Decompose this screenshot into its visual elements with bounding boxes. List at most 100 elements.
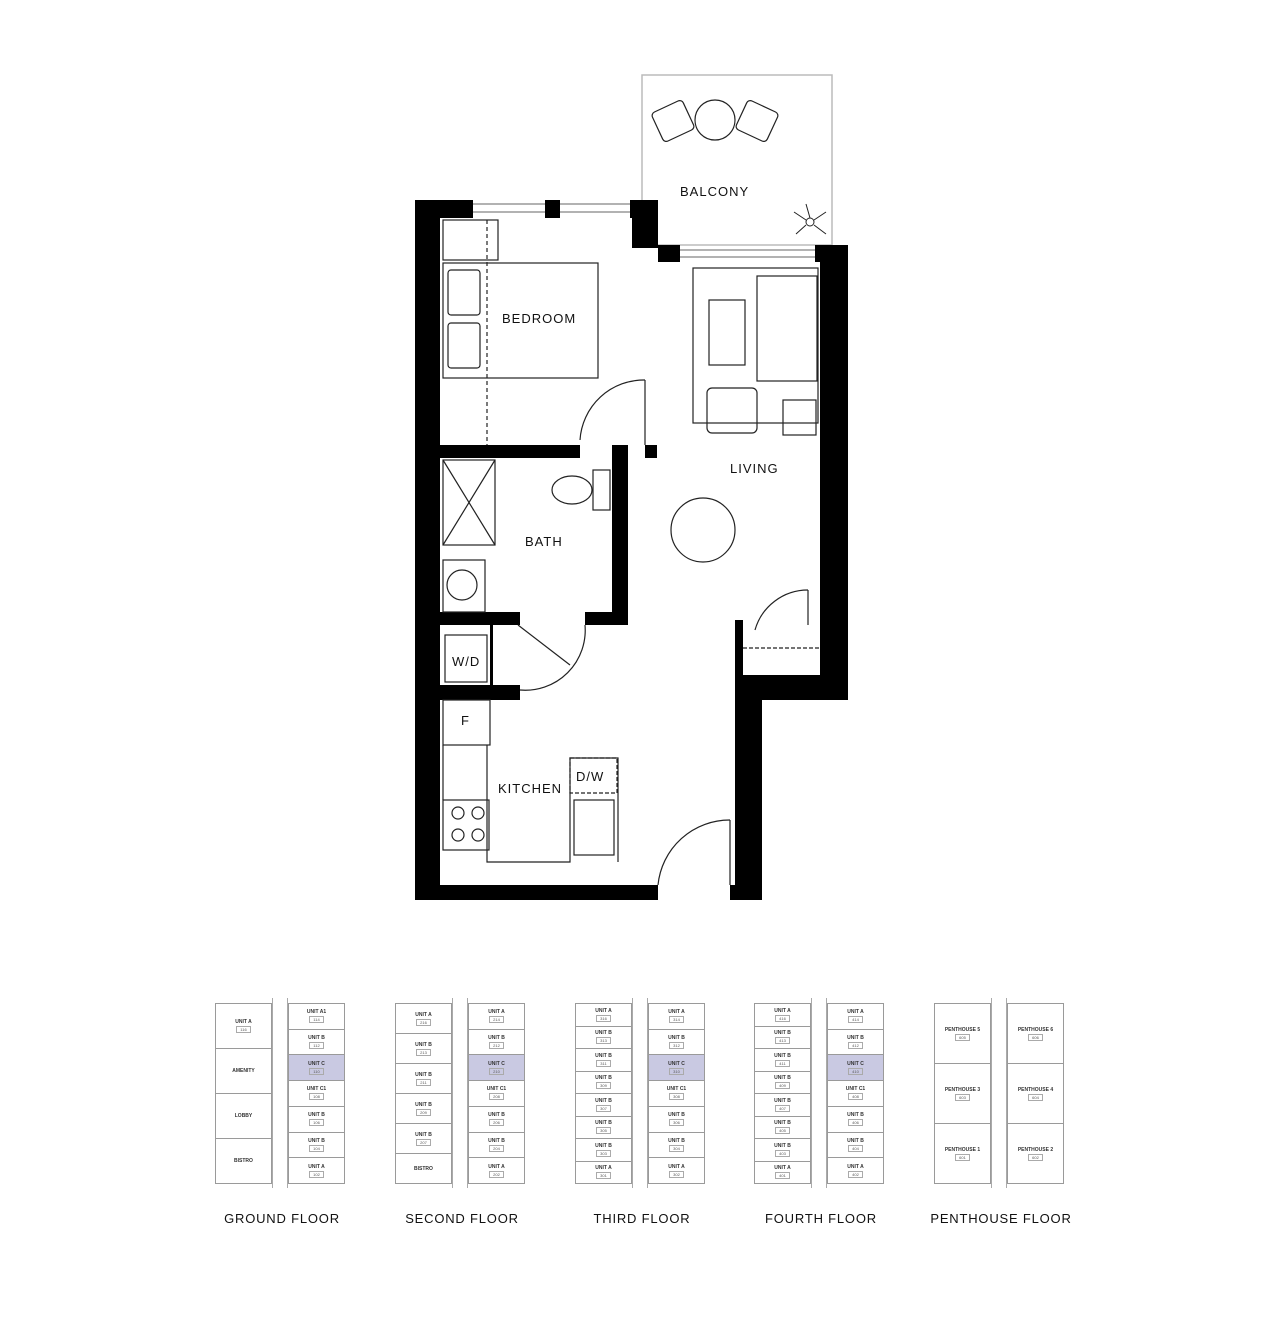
unit-name: UNIT B [595,1052,612,1059]
unit-name: UNIT C1 [845,1086,866,1093]
unit-name: UNIT A [488,1163,505,1170]
floor-label[interactable]: THIRD FLOOR [593,1211,691,1226]
unit-name: UNIT B [847,1137,864,1144]
unit-number: 204 [489,1144,504,1152]
floor-label[interactable]: SECOND FLOOR [405,1211,519,1226]
unit-name: PENTHOUSE 3 [944,1086,981,1093]
unit-name: PENTHOUSE 2 [1017,1146,1054,1153]
unit-name: UNIT B [774,1142,791,1149]
unit-number: 413 [775,1037,790,1045]
furniture [442,219,820,886]
unit-number: 404 [848,1144,863,1152]
key-plan-unit: AMENITY [215,1048,272,1094]
stair-core [452,998,468,1188]
unit-number: 606 [1028,1033,1043,1041]
unit-number: 108 [309,1093,324,1101]
balcony-label: BALCONY [680,184,749,199]
unit-number: 407 [775,1104,790,1112]
unit-name: UNIT B [668,1035,685,1042]
unit-name: BISTRO [414,1165,433,1172]
unit-number: 106 [309,1119,324,1127]
unit-number: 410 [848,1067,863,1075]
unit-name: UNIT B [774,1097,791,1104]
unit-number: 406 [848,1119,863,1127]
unit-name: UNIT A [415,1011,432,1018]
living-label: LIVING [730,461,779,476]
fridge-label: F [461,713,470,728]
stair-core [272,998,288,1188]
unit-name: UNIT B [595,1030,612,1037]
plant-icon [793,203,827,235]
unit-name: UNIT B [415,1101,432,1108]
unit-number: 209 [416,1108,431,1116]
unit-number: 308 [669,1093,684,1101]
floor-label[interactable]: GROUND FLOOR [224,1211,340,1226]
unit-name: UNIT B [308,1112,325,1119]
unit-name: UNIT A [774,1165,791,1172]
stair-core [811,998,827,1188]
unit-name: UNIT A [488,1009,505,1016]
unit-number: 110 [309,1067,324,1075]
unit-name: UNIT B [847,1112,864,1119]
unit-number: 605 [955,1033,970,1041]
unit-name: LOBBY [234,1113,253,1119]
unit-name: UNIT B [415,1071,432,1078]
dishwasher-label: D/W [576,769,604,784]
unit-name: UNIT A [668,1163,685,1170]
interior-walls [440,445,657,700]
key-plan-unit: BISTRO [395,1153,452,1184]
unit-name: UNIT A [235,1019,252,1025]
unit-name: UNIT A [668,1009,685,1016]
unit-number: 408 [848,1093,863,1101]
unit-name: UNIT B [847,1035,864,1042]
unit-number: 403 [775,1149,790,1157]
unit-name: UNIT B [308,1137,325,1144]
unit-name: UNIT B [595,1097,612,1104]
unit-name: PENTHOUSE 1 [944,1146,981,1153]
unit-name: UNIT B [595,1120,612,1127]
unit-number: 302 [669,1170,684,1178]
unit-name: UNIT A [595,1165,612,1172]
unit-name: BISTRO [234,1158,253,1164]
windows [473,203,815,258]
unit-number: 316 [596,1014,611,1022]
floor-label[interactable]: PENTHOUSE FLOOR [930,1211,1072,1226]
unit-name: UNIT B [415,1131,432,1138]
kitchen-label: KITCHEN [498,781,562,796]
unit-number: 208 [489,1093,504,1101]
floor-label[interactable]: FOURTH FLOOR [765,1211,877,1226]
unit-name: UNIT A1 [306,1009,327,1016]
unit-number: 214 [489,1016,504,1024]
unit-number: 405 [775,1127,790,1135]
unit-number: 210 [489,1067,504,1075]
unit-name: UNIT C [308,1060,325,1067]
unit-number: 212 [489,1042,504,1050]
